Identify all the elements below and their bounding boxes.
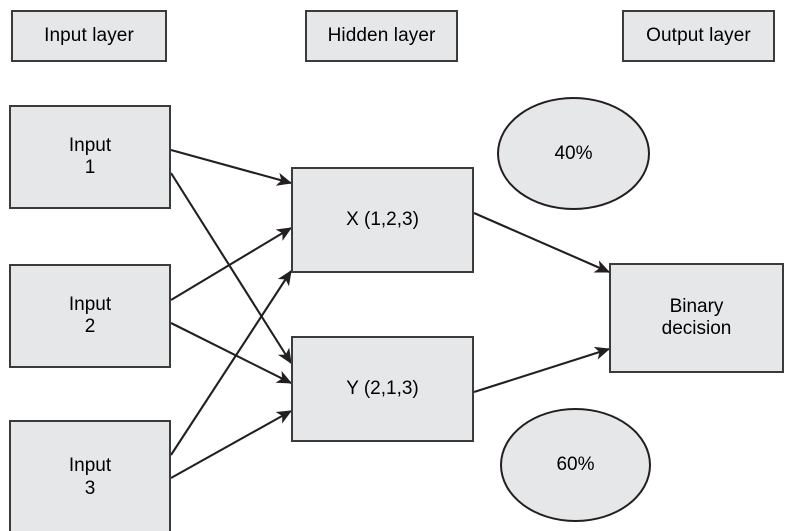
node-input-1[interactable]: Input 1 (9, 105, 171, 209)
edge-input3-to-x (170, 269, 292, 456)
node-hidden-x[interactable]: X (1,2,3) (291, 167, 474, 273)
probability-ellipse-60: 60% (500, 408, 651, 522)
layer-label-hidden: Hidden layer (305, 10, 458, 62)
layer-label-output: Output layer (622, 10, 775, 62)
edge-y-to-decision (473, 346, 611, 394)
edge-input1-to-y (170, 172, 292, 365)
edge-input2-to-y (170, 322, 293, 384)
node-binary-decision[interactable]: Binary decision (609, 263, 784, 373)
edge-x-to-decision (473, 212, 611, 273)
layer-label-input: Input layer (11, 10, 167, 62)
node-input-2[interactable]: Input 2 (9, 264, 171, 368)
node-input-3[interactable]: Input 3 (9, 420, 171, 531)
probability-ellipse-40: 40% (497, 97, 650, 210)
edge-input1-to-x (170, 148, 293, 186)
edge-input3-to-y (170, 410, 293, 479)
node-hidden-y[interactable]: Y (2,1,3) (291, 336, 474, 442)
edge-input2-to-x (170, 227, 293, 301)
